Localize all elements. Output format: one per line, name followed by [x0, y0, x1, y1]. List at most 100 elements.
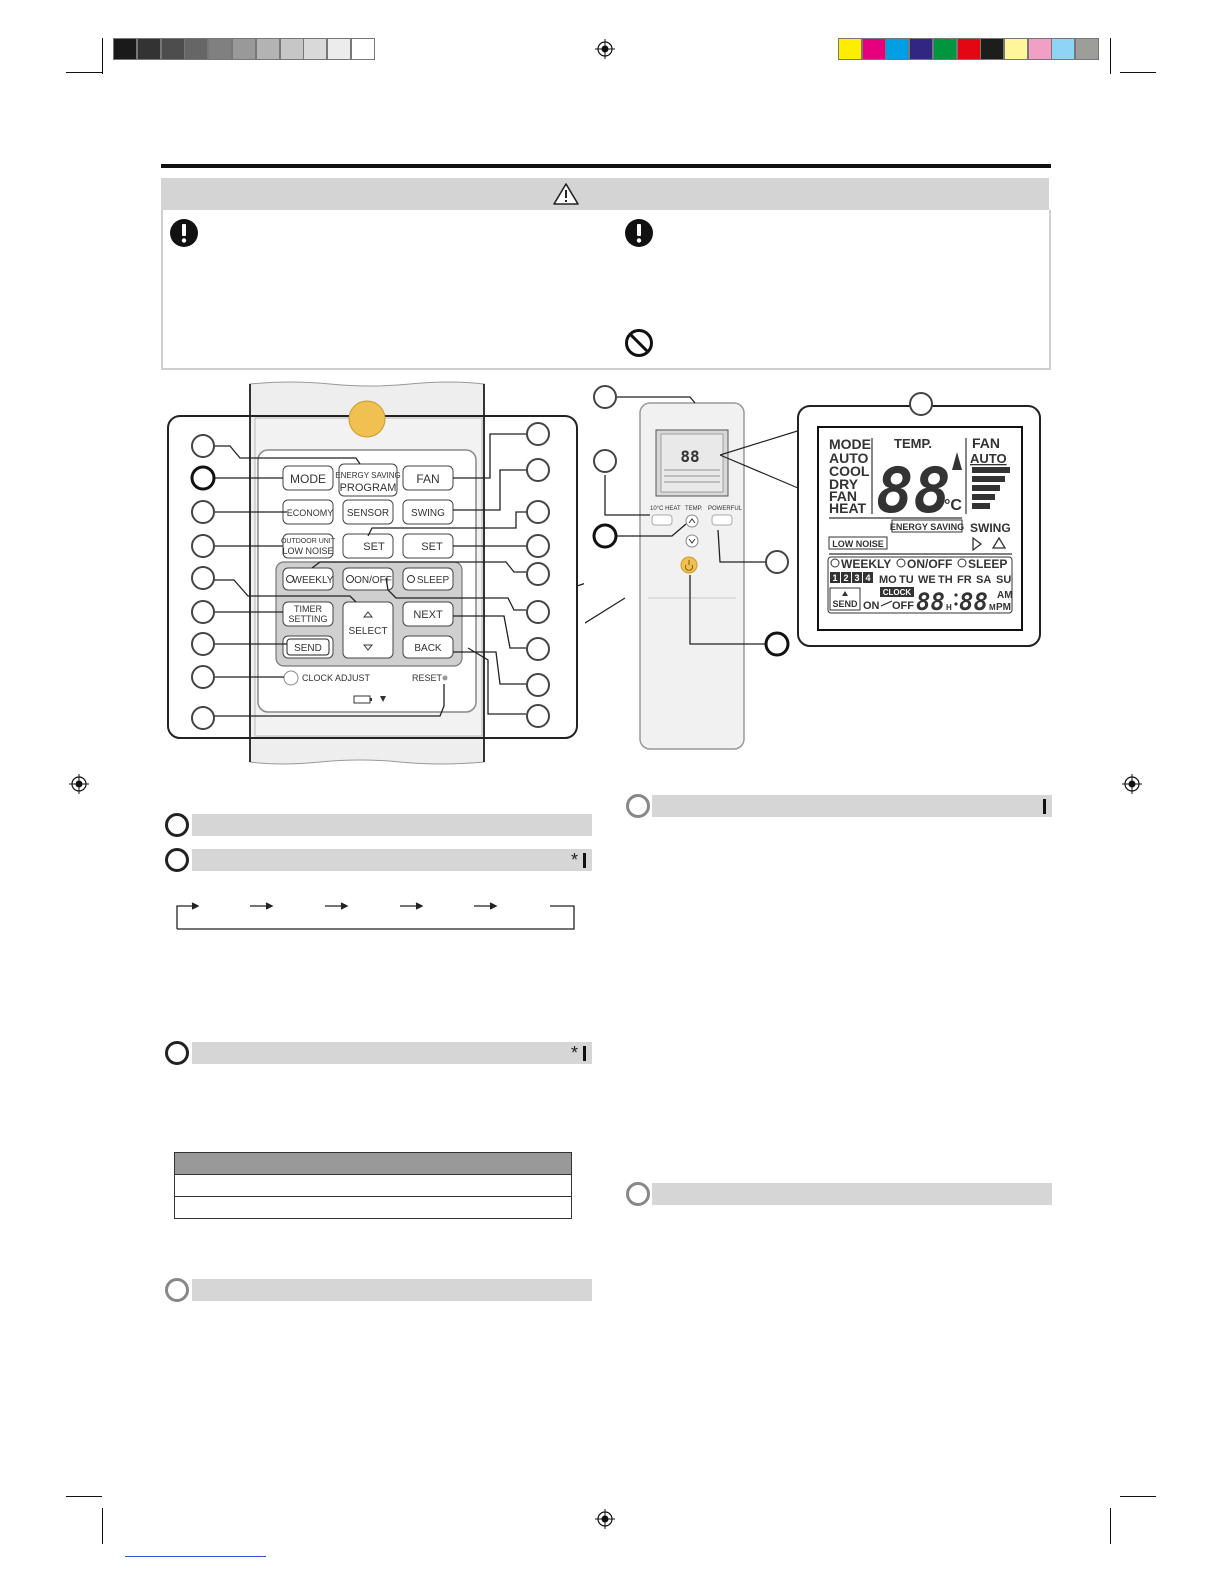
section-number-2: [165, 848, 189, 872]
next-button[interactable]: NEXT: [402, 601, 454, 627]
lcd-program-numbers: 1 2 3 4: [830, 572, 873, 583]
select-button[interactable]: SELECT: [342, 601, 394, 659]
lcd-energy-saving: ENERGY SAVING: [890, 522, 964, 532]
gray-swatch: [113, 38, 137, 60]
svg-text:WEEKLY: WEEKLY: [293, 575, 334, 586]
lcd-callout: [909, 392, 933, 416]
send-button[interactable]: SEND: [282, 635, 334, 659]
on-off-timer-button[interactable]: ON/OFF: [342, 567, 394, 591]
lcd-on: ON: [863, 600, 880, 612]
table-header-row: [174, 1152, 572, 1175]
lcd-mode-cool: COOL: [829, 463, 870, 479]
svg-text:PROGRAM: PROGRAM: [340, 482, 397, 494]
gray-swatch: [208, 38, 233, 60]
svg-text:SET: SET: [363, 541, 385, 553]
process-swatch: [1003, 38, 1028, 60]
sensor-button[interactable]: SENSOR: [342, 499, 394, 525]
settings-table: [174, 1152, 572, 1219]
table-row: [174, 1174, 572, 1197]
lcd-fan-bars-icon: [972, 467, 1010, 509]
gray-swatch: [160, 38, 185, 60]
section-number-6: [626, 1182, 650, 1206]
svg-text:SETTING: SETTING: [288, 614, 327, 624]
section-bar-3: *: [192, 1042, 592, 1064]
section-number-3: [165, 1041, 189, 1065]
powerful-button[interactable]: [711, 514, 733, 526]
section-number-1: [165, 813, 189, 837]
prohibition-icon: [625, 329, 653, 357]
svg-text:10°C HEAT: 10°C HEAT: [650, 506, 681, 512]
svg-text:WE: WE: [918, 574, 936, 586]
warning-triangle-icon: [553, 183, 579, 205]
section-number-4: [165, 1278, 189, 1302]
svg-text:FAN: FAN: [416, 472, 439, 486]
gray-swatch: [351, 38, 375, 60]
process-swatch: [1027, 38, 1052, 60]
svg-text:ON/OFF: ON/OFF: [354, 575, 392, 586]
section-asterisk-3: *: [570, 1043, 578, 1063]
footer-link-underline: [125, 1556, 266, 1557]
process-swatch: [980, 38, 1005, 60]
lcd-mode-heat: HEAT: [829, 500, 867, 516]
svg-text:FR: FR: [957, 574, 972, 586]
svg-text:1: 1: [832, 573, 837, 583]
heat-button[interactable]: [651, 514, 673, 526]
section-bar-2: *: [192, 849, 592, 871]
header-rule: [161, 164, 1051, 168]
clock-adjust-button[interactable]: CLOCK ADJUST: [283, 670, 371, 686]
warning-box: [161, 210, 1051, 370]
gray-swatch: [279, 38, 304, 60]
registration-mark-right: [1122, 774, 1142, 794]
fan-button[interactable]: FAN: [402, 465, 454, 491]
svg-text:TH: TH: [938, 574, 953, 586]
temp-up-button[interactable]: [685, 514, 699, 528]
battery-icon: [353, 695, 386, 704]
svg-text:BACK: BACK: [414, 643, 442, 654]
svg-text:SEND: SEND: [294, 643, 322, 654]
lcd-unit: °C: [944, 497, 962, 514]
gray-swatch: [232, 38, 256, 60]
weekly-button[interactable]: WEEKLY: [282, 567, 334, 591]
swing-button[interactable]: SWING: [402, 499, 454, 525]
lcd-mode-dry: DRY: [829, 476, 859, 492]
gray-swatch: [255, 38, 280, 60]
powerful-label: POWERFUL: [708, 506, 743, 512]
sleep-button[interactable]: SLEEP: [402, 567, 454, 591]
lcd-arrow-icon: [952, 452, 962, 470]
lcd-days: MO TU WE TH FR SA SU: [879, 574, 1011, 586]
reset-button[interactable]: RESET: [412, 673, 448, 683]
lcd-h-mark: H: [946, 603, 952, 612]
svg-text:RESET: RESET: [412, 673, 443, 683]
temp-down-button[interactable]: [685, 534, 699, 548]
svg-text:4: 4: [865, 573, 870, 583]
gray-swatch: [327, 38, 352, 60]
lcd-weekly: WEEKLY: [841, 557, 891, 571]
svg-text:TEMP.: TEMP.: [685, 506, 703, 512]
mandatory-icon-right: [625, 219, 653, 247]
svg-text:SU: SU: [996, 574, 1011, 586]
horizontal-set-button[interactable]: SET: [342, 533, 394, 559]
vertical-set-button[interactable]: SET: [402, 533, 454, 559]
svg-text:SET: SET: [421, 541, 443, 553]
registration-mark-bottom: [595, 1509, 615, 1529]
lcd-am: AM: [997, 590, 1013, 601]
temp-label: TEMP.: [685, 506, 703, 512]
economy-button[interactable]: ECONOMY: [282, 499, 334, 525]
lcd-off: OFF: [892, 600, 914, 612]
process-swatch: [1075, 38, 1099, 60]
lcd-closeup: MODE AUTO COOL DRY FAN HEAT TEMP. 88 °C …: [720, 392, 1041, 647]
lcd-mode-auto: AUTO: [829, 450, 869, 466]
process-swatch: [885, 38, 910, 60]
start-stop-button[interactable]: [680, 556, 698, 574]
lcd-swing-icon: [972, 536, 1007, 552]
registration-mark-top: [595, 39, 615, 59]
svg-text:TU: TU: [899, 574, 914, 586]
mode-button[interactable]: MODE: [282, 465, 334, 491]
lcd-mode-fan: FAN: [829, 488, 857, 504]
back-button[interactable]: BACK: [402, 635, 454, 659]
svg-text:TIMER: TIMER: [294, 604, 322, 614]
